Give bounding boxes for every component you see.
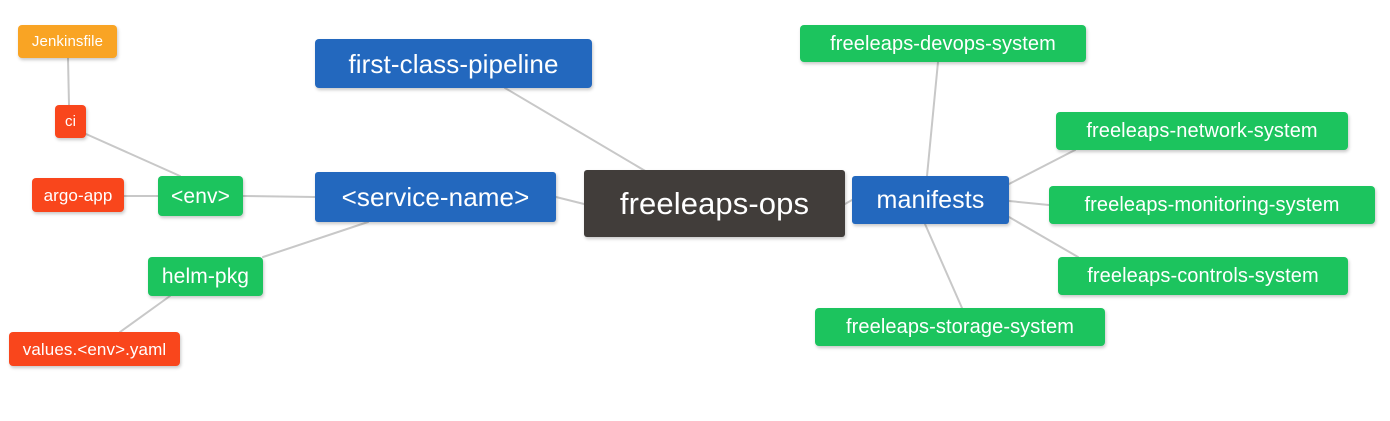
edge-root-first-class-pipeline [504, 87, 648, 173]
edge-env-ci [85, 133, 181, 177]
node-manifests[interactable]: manifests [852, 176, 1009, 224]
edge-manifests-storage [924, 223, 963, 309]
edge-manifests-controls [1008, 216, 1079, 258]
node-freeleaps-storage-system[interactable]: freeleaps-storage-system [815, 308, 1105, 346]
node-jenkinsfile[interactable]: Jenkinsfile [18, 25, 117, 58]
node-argo-app[interactable]: argo-app [32, 178, 124, 212]
node-first-class-pipeline[interactable]: first-class-pipeline [315, 39, 592, 88]
node-values-env-yaml[interactable]: values.<env>.yaml [9, 332, 180, 366]
edge-root-manifests [844, 199, 853, 205]
edge-manifests-monitoring [1008, 200, 1050, 206]
node-helm-pkg[interactable]: helm-pkg [148, 257, 263, 296]
edge-root-service-name [555, 196, 585, 205]
node-service-name[interactable]: <service-name> [315, 172, 556, 222]
node-freeleaps-monitoring-system[interactable]: freeleaps-monitoring-system [1049, 186, 1375, 224]
node-freeleaps-devops-system[interactable]: freeleaps-devops-system [800, 25, 1086, 62]
edge-manifests-network [1008, 149, 1076, 185]
edge-manifests-devops [926, 61, 939, 177]
edge-ci-jenkinsfile [67, 57, 70, 106]
edge-service-name-helm-pkg [262, 221, 369, 258]
edge-service-name-env [242, 195, 316, 198]
node-freeleaps-network-system[interactable]: freeleaps-network-system [1056, 112, 1348, 150]
node-root[interactable]: freeleaps-ops [584, 170, 845, 237]
node-env[interactable]: <env> [158, 176, 243, 216]
edge-helm-pkg-values [119, 295, 171, 333]
node-ci[interactable]: ci [55, 105, 86, 138]
node-freeleaps-controls-system[interactable]: freeleaps-controls-system [1058, 257, 1348, 295]
